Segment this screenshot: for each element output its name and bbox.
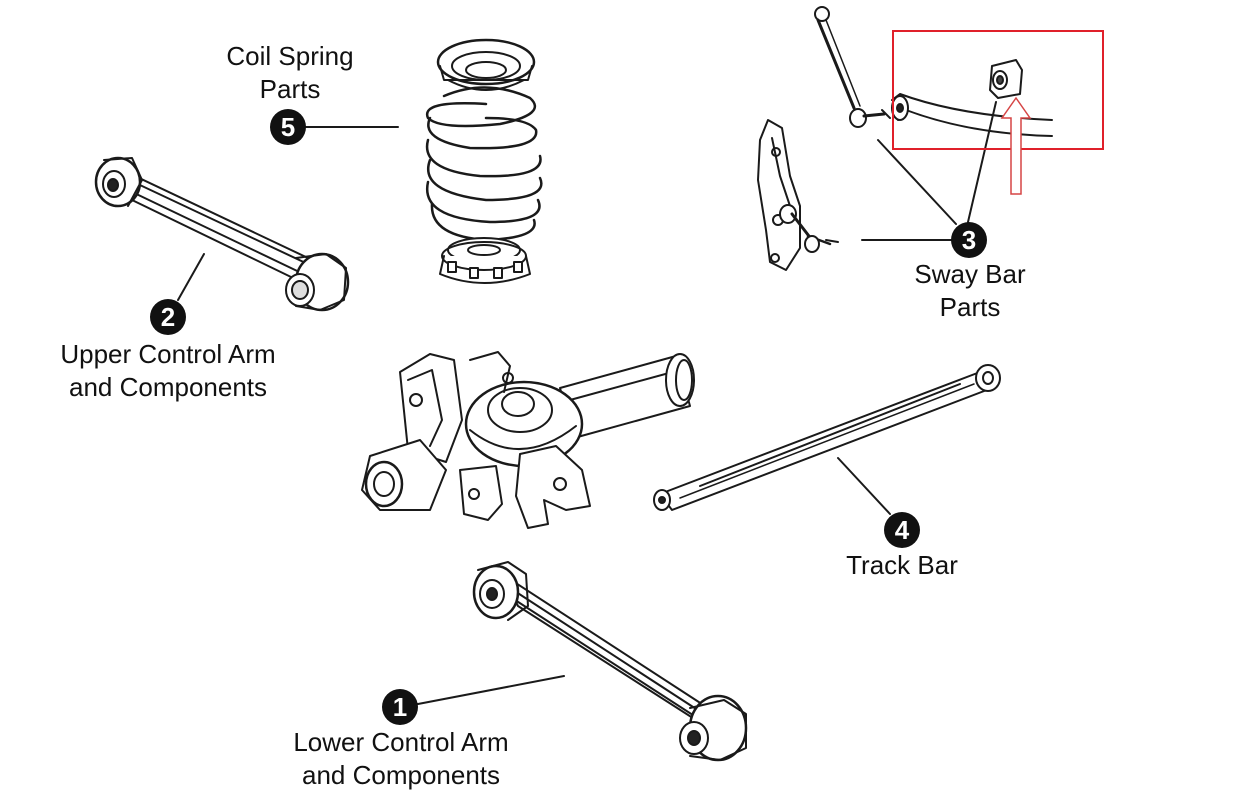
lower-control-arm-icon — [472, 561, 748, 762]
leader-line-4 — [837, 457, 891, 515]
coil-spring-icon — [425, 38, 543, 284]
leader-line-2 — [177, 253, 205, 301]
badge-5: 5 — [270, 109, 306, 145]
badge-3: 3 — [951, 222, 987, 258]
label-track-bar: Track Bar — [812, 549, 992, 582]
track-bar-icon — [653, 364, 1001, 511]
label-line: and Components — [68, 372, 268, 402]
label-line: Upper Control Arm — [60, 339, 276, 369]
badge-number: 4 — [895, 515, 910, 545]
label-line: and Components — [301, 760, 501, 790]
badge-number: 3 — [962, 225, 976, 255]
badge-1: 1 — [382, 689, 418, 725]
label-upper-control-arm: Upper Control Arm and Components — [30, 338, 306, 404]
sway-bar-bushing-icon — [891, 59, 1053, 137]
label-lower-control-arm: Lower Control Arm and Components — [262, 726, 540, 792]
label-line: Parts — [939, 292, 1001, 322]
badge-number: 1 — [393, 692, 407, 722]
badge-4: 4 — [884, 512, 920, 548]
axle-housing-icon — [361, 351, 695, 529]
highlight-box — [892, 30, 1104, 150]
label-line: Track Bar — [846, 550, 958, 580]
badge-number: 2 — [161, 302, 175, 332]
label-line: Lower Control Arm — [293, 727, 509, 757]
label-sway-bar: Sway Bar Parts — [880, 258, 1060, 324]
label-line: Sway Bar — [914, 259, 1026, 289]
leader-line-3b — [877, 139, 957, 225]
leader-line-1 — [417, 675, 565, 705]
upper-control-arm-icon — [94, 156, 350, 312]
badge-number: 5 — [281, 112, 295, 142]
sway-bar-link-icon — [757, 6, 891, 271]
label-line: Parts — [259, 74, 321, 104]
badge-2: 2 — [150, 299, 186, 335]
label-coil-spring: Coil Spring Parts — [200, 40, 380, 106]
label-line: Coil Spring — [226, 41, 354, 71]
up-arrow-icon — [1000, 96, 1032, 195]
leader-line-3c — [967, 101, 997, 223]
